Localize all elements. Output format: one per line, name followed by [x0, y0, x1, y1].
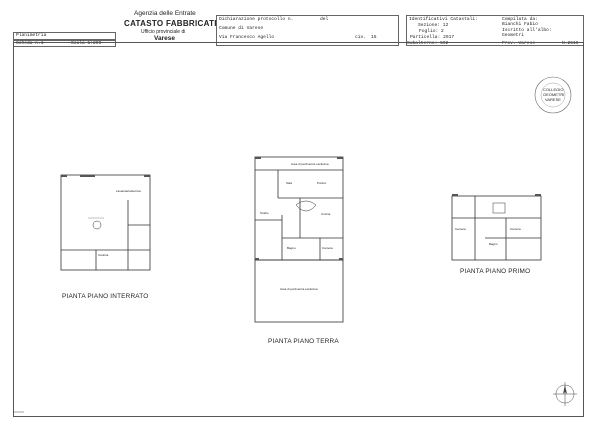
garden-outline [254, 259, 344, 323]
ground-room-5: Bagno [287, 246, 296, 250]
ground-room-3: Studio [260, 211, 269, 215]
first-outline [451, 195, 542, 261]
first-room-2: Camera [510, 227, 521, 231]
plan-basement-title: PIANTA PIANO INTERRATO [62, 293, 149, 300]
stamp-line2: GEOMETRI [543, 92, 565, 97]
civic-label: civ. [355, 35, 367, 40]
office-city: Varese [154, 35, 175, 42]
basement-cantina-label: Cantina [98, 253, 109, 257]
basement-outline [60, 174, 151, 271]
ids-label: Identificativi Catastali: [409, 17, 478, 22]
compiled-by-label: Compilata da: [502, 17, 538, 22]
drawing-frame [13, 42, 584, 417]
stamp-line3: VARESE [545, 97, 561, 102]
first-room-3: Bagno [489, 242, 498, 246]
register-label: Iscritto all'albo: [502, 28, 552, 33]
declaration-box [216, 15, 399, 46]
declaration-label: Dichiarazione protocollo n. [219, 17, 294, 22]
register-name: Geometri [502, 33, 525, 38]
scheda-number: Scheda n.1 [16, 40, 44, 46]
ground-room-6: Camera [322, 246, 333, 250]
ground-room-1: Sala [286, 181, 293, 185]
particella: Particella: 2917 [410, 35, 455, 40]
plan-ground-title: PIANTA PIANO TERRA [268, 338, 339, 345]
ground-stair [295, 200, 317, 212]
plan-first-title: PIANTA PIANO PRIMO [460, 268, 531, 275]
province: Prov. Varese [502, 41, 536, 46]
doc-type: Planimetria [16, 33, 47, 38]
scale: Scala 1:200 [71, 40, 102, 46]
registry-name: CATASTO FABBRICATI [124, 19, 217, 28]
office-label: Ufficio provinciale di [141, 29, 186, 35]
basement-room-label: Lavanderia/tecnico [116, 189, 142, 193]
agency-name: Agenzia delle Entrate [134, 10, 196, 17]
date-label: del [320, 17, 329, 22]
cadastral-ids-box [406, 15, 584, 46]
ground-room-2: Portico [317, 181, 327, 185]
ground-top-label: Area di pertinenza esclusiva [291, 162, 329, 166]
doc-type-cell [13, 32, 116, 40]
compiler-name: Bianchi Fabio [502, 22, 538, 27]
register-number: N.2510 [562, 41, 579, 46]
garden-label: Area di pertinenza esclusiva [280, 287, 318, 291]
sezione: Sezione: 12 [418, 23, 449, 28]
subalterno: Subalterno: 502 [407, 41, 449, 46]
foglio: Foglio: 2 [419, 29, 444, 34]
civic-number: 15 [371, 35, 377, 40]
first-room-1: Camera [455, 227, 466, 231]
stamp-line1: COLLEGIO [543, 87, 564, 92]
ground-room-4: Cucina [321, 212, 331, 216]
street: Via Francesco Agello [219, 35, 275, 40]
municipality: Comune di Varese [219, 26, 264, 31]
